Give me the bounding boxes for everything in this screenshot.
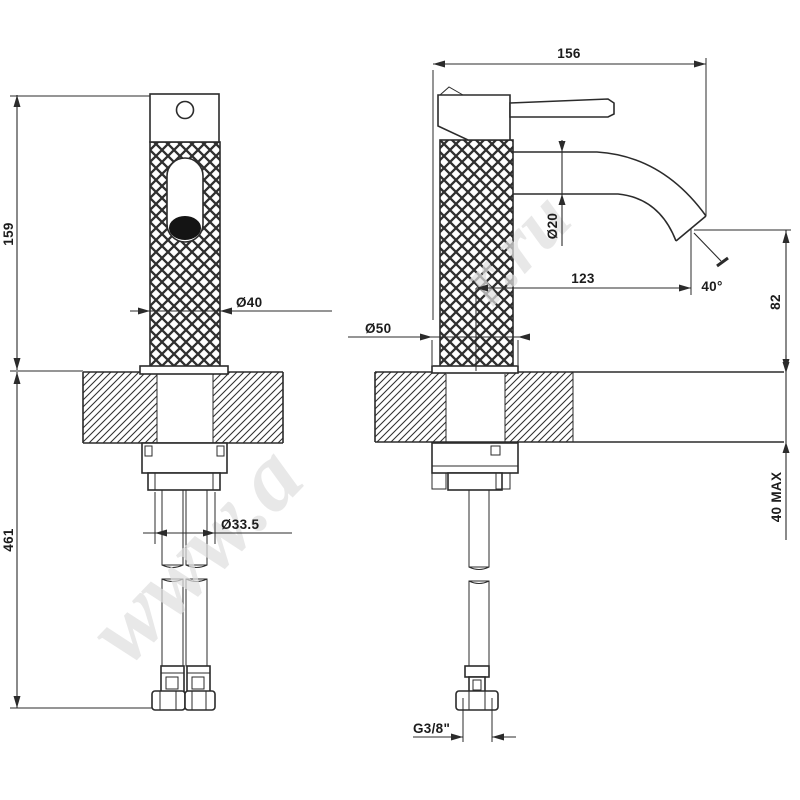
side-lever <box>509 98 615 118</box>
dim-outlet-height: 82 <box>694 229 791 372</box>
front-lever-end <box>175 100 195 120</box>
dim-label-159: 159 <box>1 222 16 245</box>
dim-label-g38: G3/8" <box>413 721 450 736</box>
dim-label-123: 123 <box>571 271 595 286</box>
dim-total-length: 156 <box>432 46 707 320</box>
dim-spout-diameter: Ø20 <box>545 140 566 246</box>
front-body <box>139 93 229 375</box>
front-hoses <box>151 489 216 711</box>
side-view <box>374 86 784 711</box>
front-view <box>82 93 284 711</box>
front-spout-outlet <box>169 216 201 240</box>
dim-deck-thickness: 40 MAX <box>769 355 790 540</box>
dim-label-461: 461 <box>1 528 16 552</box>
dim-label-40deg: 40° <box>701 279 722 294</box>
dim-spout-reach: 123 <box>475 229 692 371</box>
dim-label-40max: 40 MAX <box>769 472 784 523</box>
dim-body-diameter: Ø40 <box>130 295 332 315</box>
dim-base-diameter: Ø50 <box>348 321 530 365</box>
side-hose <box>455 489 499 711</box>
front-base-flange <box>139 365 229 375</box>
dim-label-82: 82 <box>768 294 783 310</box>
dim-shank-diameter: Ø33.5 <box>143 492 292 544</box>
dim-label-d40: Ø40 <box>236 295 262 310</box>
side-deck <box>374 371 784 443</box>
dim-thread: G3/8" <box>413 698 516 742</box>
dim-spout-angle: 40° <box>693 232 729 294</box>
dim-label-d20: Ø20 <box>545 213 560 239</box>
dim-label-d33-5: Ø33.5 <box>221 517 259 532</box>
side-hose-nut <box>455 690 499 711</box>
dim-height-above-deck: 159 <box>1 95 150 372</box>
side-base-flange <box>431 365 519 374</box>
dim-label-156: 156 <box>557 46 581 61</box>
front-deck <box>82 371 284 444</box>
dim-label-d50: Ø50 <box>365 321 391 336</box>
dim-hose-length: 461 <box>1 372 152 709</box>
side-spout <box>513 151 707 217</box>
front-hose-nut <box>151 690 186 711</box>
side-head <box>437 94 511 141</box>
front-mounting <box>141 442 228 491</box>
front-hose-nut <box>184 690 216 711</box>
side-mounting <box>431 442 519 491</box>
